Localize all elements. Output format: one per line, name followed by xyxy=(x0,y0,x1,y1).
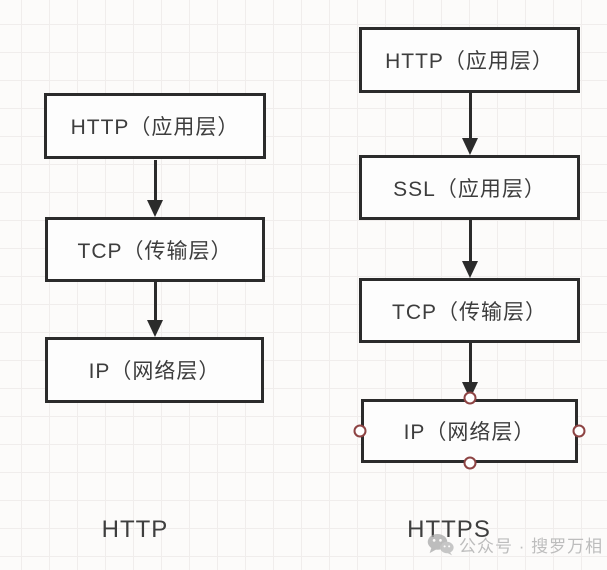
arrow-line xyxy=(153,282,157,320)
arrow-ssl-to-tcp xyxy=(461,220,479,278)
arrow-line xyxy=(468,343,472,382)
watermark: 公众号 · 搜罗万相 xyxy=(427,532,603,557)
arrow-head-icon xyxy=(147,200,163,217)
arrow-http-to-tcp-left xyxy=(146,160,164,217)
connection-handle-bottom[interactable] xyxy=(463,456,477,470)
connection-handle-right[interactable] xyxy=(572,424,586,438)
arrow-line xyxy=(468,93,472,138)
column-label-https: HTTPS xyxy=(407,516,491,543)
node-tcp-right[interactable]: TCP（传输层） xyxy=(359,278,580,343)
node-ssl-label: SSL（应用层） xyxy=(393,177,546,201)
node-ip-left-label: IP（网络层） xyxy=(88,360,221,383)
arrow-tcp-to-ip-left xyxy=(146,282,164,337)
node-http-right[interactable]: HTTP（应用层） xyxy=(359,27,580,93)
arrow-head-icon xyxy=(147,320,163,337)
node-tcp-left-label: TCP（传输层） xyxy=(77,239,233,263)
node-ip-right[interactable]: IP（网络层） xyxy=(361,399,578,463)
arrow-http-to-ssl xyxy=(461,93,479,155)
node-http-left-label: HTTP（应用层） xyxy=(70,116,240,139)
wechat-icon xyxy=(427,533,454,556)
node-ssl[interactable]: SSL（应用层） xyxy=(359,155,580,220)
node-ip-left[interactable]: IP（网络层） xyxy=(45,337,264,403)
arrow-line xyxy=(468,220,472,261)
watermark-text: 公众号 · 搜罗万相 xyxy=(459,537,604,556)
arrow-head-icon xyxy=(462,261,478,278)
arrow-head-icon xyxy=(462,138,478,155)
node-tcp-left[interactable]: TCP（传输层） xyxy=(45,217,265,282)
node-http-left[interactable]: HTTP（应用层） xyxy=(44,93,266,159)
connection-handle-left[interactable] xyxy=(353,424,367,438)
connection-handle-top[interactable] xyxy=(463,391,477,405)
arrow-line xyxy=(153,160,157,200)
node-http-right-label: HTTP（应用层） xyxy=(385,50,554,73)
node-ip-right-label: IP（网络层） xyxy=(403,421,536,444)
column-label-http: HTTP xyxy=(101,516,169,543)
node-tcp-right-label: TCP（传输层） xyxy=(392,300,547,324)
